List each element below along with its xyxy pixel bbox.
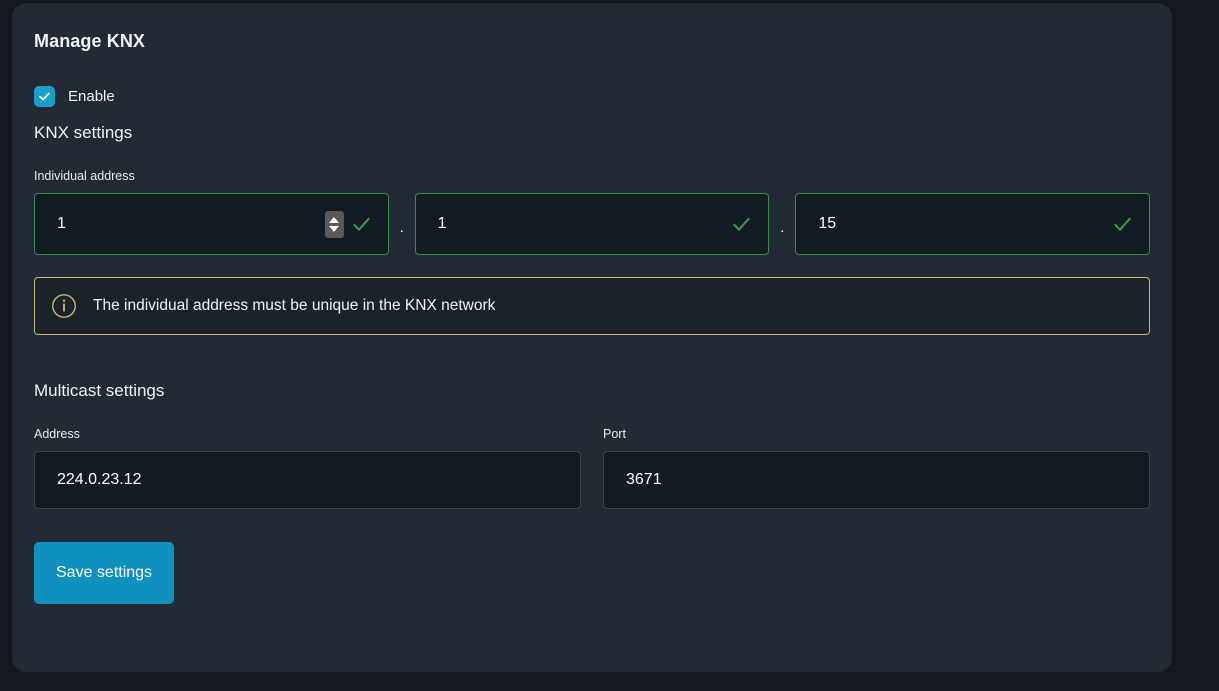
info-circle-icon xyxy=(51,293,77,319)
individual-address-info-banner: The individual address must be unique in… xyxy=(34,277,1150,335)
chevron-down-icon[interactable] xyxy=(329,225,340,232)
manage-knx-card: Manage KNX Enable KNX settings Individua… xyxy=(12,3,1172,672)
individual-address-field-line[interactable]: 1 xyxy=(414,193,770,255)
individual-address-field-area[interactable]: 1 xyxy=(34,193,389,255)
individual-address-field-device[interactable]: 15 xyxy=(795,193,1151,255)
info-banner-text: The individual address must be unique in… xyxy=(93,297,496,314)
multicast-address-input[interactable]: 224.0.23.12 xyxy=(34,451,581,509)
page-title: Manage KNX xyxy=(34,31,146,51)
multicast-address-label: Address xyxy=(34,427,80,441)
individual-address-value-area[interactable]: 1 xyxy=(57,215,66,232)
multicast-settings-heading: Multicast settings xyxy=(34,381,165,400)
individual-address-value-device[interactable]: 15 xyxy=(818,215,837,232)
individual-address-label: Individual address xyxy=(34,169,135,183)
valid-check-icon xyxy=(351,214,372,235)
check-icon xyxy=(38,90,51,103)
multicast-fields-row: Address 224.0.23.12 Port 3671 xyxy=(34,427,1150,509)
multicast-port-group: Port 3671 xyxy=(603,427,1150,509)
enable-checkbox[interactable] xyxy=(34,86,55,107)
address-separator-2: . xyxy=(780,218,785,236)
multicast-port-label: Port xyxy=(603,427,626,441)
knx-settings-heading: KNX settings xyxy=(34,123,133,142)
individual-address-row: 1 . 1 . 15 xyxy=(34,193,1151,255)
multicast-port-input[interactable]: 3671 xyxy=(603,451,1150,509)
chevron-up-icon[interactable] xyxy=(329,216,340,223)
individual-address-stepper[interactable] xyxy=(324,210,344,238)
multicast-address-group: Address 224.0.23.12 xyxy=(34,427,581,509)
valid-check-icon xyxy=(731,214,752,235)
valid-check-icon xyxy=(1112,214,1133,235)
enable-label: Enable xyxy=(68,88,115,105)
save-settings-button[interactable]: Save settings xyxy=(34,542,175,604)
address-separator-1: . xyxy=(399,218,404,236)
enable-checkbox-row[interactable]: Enable xyxy=(34,86,1150,107)
individual-address-value-line[interactable]: 1 xyxy=(437,215,447,232)
